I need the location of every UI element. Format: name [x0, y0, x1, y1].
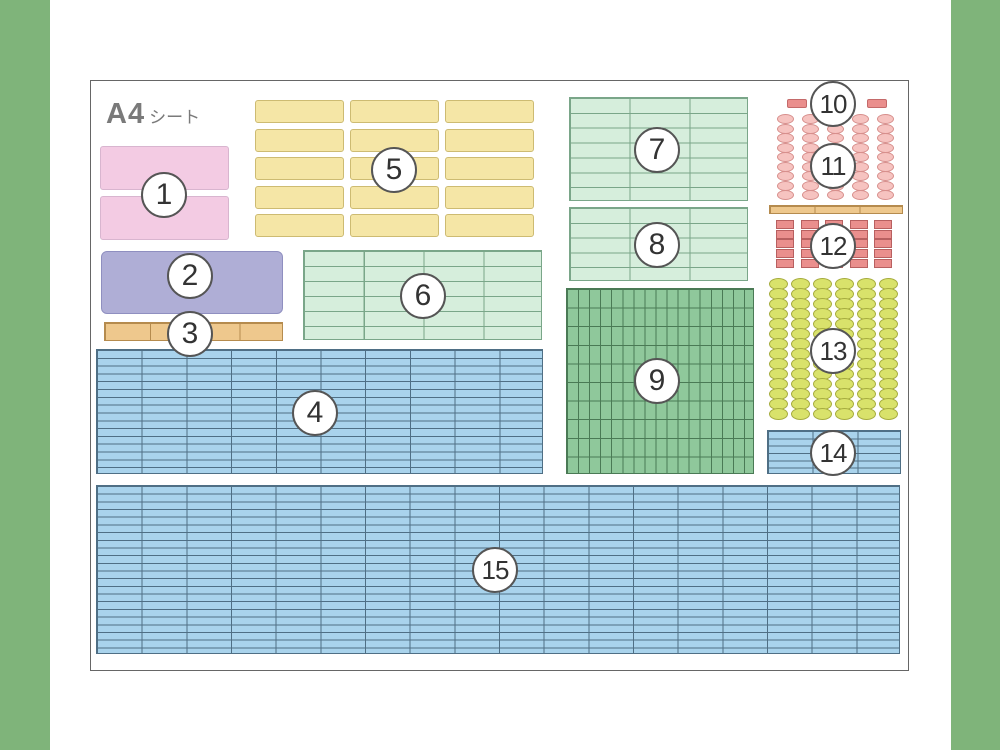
region-12-square [874, 249, 892, 259]
region-11-oval [777, 161, 794, 172]
badge-6: 6 [400, 273, 446, 319]
right-green-band [951, 0, 1000, 750]
region-12-square [874, 239, 892, 249]
region-11-oval [877, 152, 894, 162]
badge-3: 3 [167, 311, 213, 357]
region-15-grid [96, 485, 900, 654]
region-12-square [874, 229, 892, 239]
region-11-oval [777, 123, 794, 134]
badge-11: 11 [810, 143, 856, 189]
region-10-tab-left [787, 99, 807, 108]
badge-8: 8 [634, 222, 680, 268]
badge-9: 9 [634, 358, 680, 404]
region-11-oval [827, 133, 844, 143]
region-11-oval [802, 133, 819, 143]
badge-7: 7 [634, 127, 680, 173]
region-10-tab-right [867, 99, 887, 108]
region-11-oval [777, 133, 794, 143]
region-5-label [445, 100, 534, 123]
region-11-oval [877, 123, 894, 134]
region-12-square [849, 220, 868, 229]
region-11-oval [852, 180, 869, 191]
badge-13: 13 [810, 328, 856, 374]
region-13-oval [813, 408, 832, 420]
region-11-oval [877, 133, 894, 143]
region-11-oval [852, 190, 869, 200]
region-11-oval [877, 180, 894, 191]
sheet-title-sub: シート [149, 108, 201, 127]
region-13-oval [835, 408, 854, 420]
sheet-title-main: A4 [106, 98, 146, 130]
region-11-oval [777, 171, 794, 181]
region-12-square [776, 249, 794, 259]
region-12-square [874, 220, 892, 229]
region-5-label [255, 157, 344, 180]
badge-10: 10 [810, 81, 856, 127]
region-5-label [255, 100, 344, 123]
region-6-grid [303, 250, 542, 340]
region-11-oval [852, 142, 869, 153]
region-12-square [776, 239, 794, 249]
region-12-square [776, 229, 794, 239]
region-11-oval [777, 180, 794, 191]
region-11-oval [852, 133, 869, 143]
region-5-label [350, 100, 439, 123]
region-11-oval [777, 152, 794, 162]
region-11-bar [769, 205, 903, 214]
region-11-oval [852, 123, 869, 134]
region-5-label [255, 128, 344, 152]
region-5-label [255, 214, 344, 237]
left-green-band [0, 0, 50, 750]
region-12-square [800, 220, 819, 229]
region-5-label [350, 214, 439, 237]
region-11-oval [802, 190, 819, 200]
region-12-square [776, 258, 794, 268]
region-11-oval [827, 190, 844, 200]
region-13-oval [879, 408, 898, 420]
region-11-oval [877, 142, 894, 153]
badge-15: 15 [472, 547, 518, 593]
region-5-label [445, 128, 534, 152]
region-11-oval [777, 190, 794, 200]
region-11-oval [877, 190, 894, 200]
badge-12: 12 [810, 223, 856, 269]
region-13-oval [791, 408, 810, 420]
region-11-oval [852, 114, 869, 124]
region-13-oval [769, 408, 788, 420]
badge-5: 5 [371, 147, 417, 193]
badge-14: 14 [810, 430, 856, 476]
region-11-oval [877, 114, 894, 124]
region-11-oval [877, 171, 894, 181]
region-5-label [445, 214, 534, 237]
badge-1: 1 [141, 172, 187, 218]
region-12-square [849, 258, 868, 268]
region-11-oval [777, 114, 794, 124]
badge-4: 4 [292, 390, 338, 436]
badge-2: 2 [167, 253, 213, 299]
region-12-square [776, 220, 794, 229]
region-5-label [255, 185, 344, 209]
region-11-oval [777, 142, 794, 153]
region-13-oval [857, 408, 876, 420]
region-5-label [445, 185, 534, 209]
region-5-label [445, 157, 534, 180]
region-11-oval [877, 161, 894, 172]
region-12-square [874, 258, 892, 268]
region-11-oval [802, 123, 819, 134]
